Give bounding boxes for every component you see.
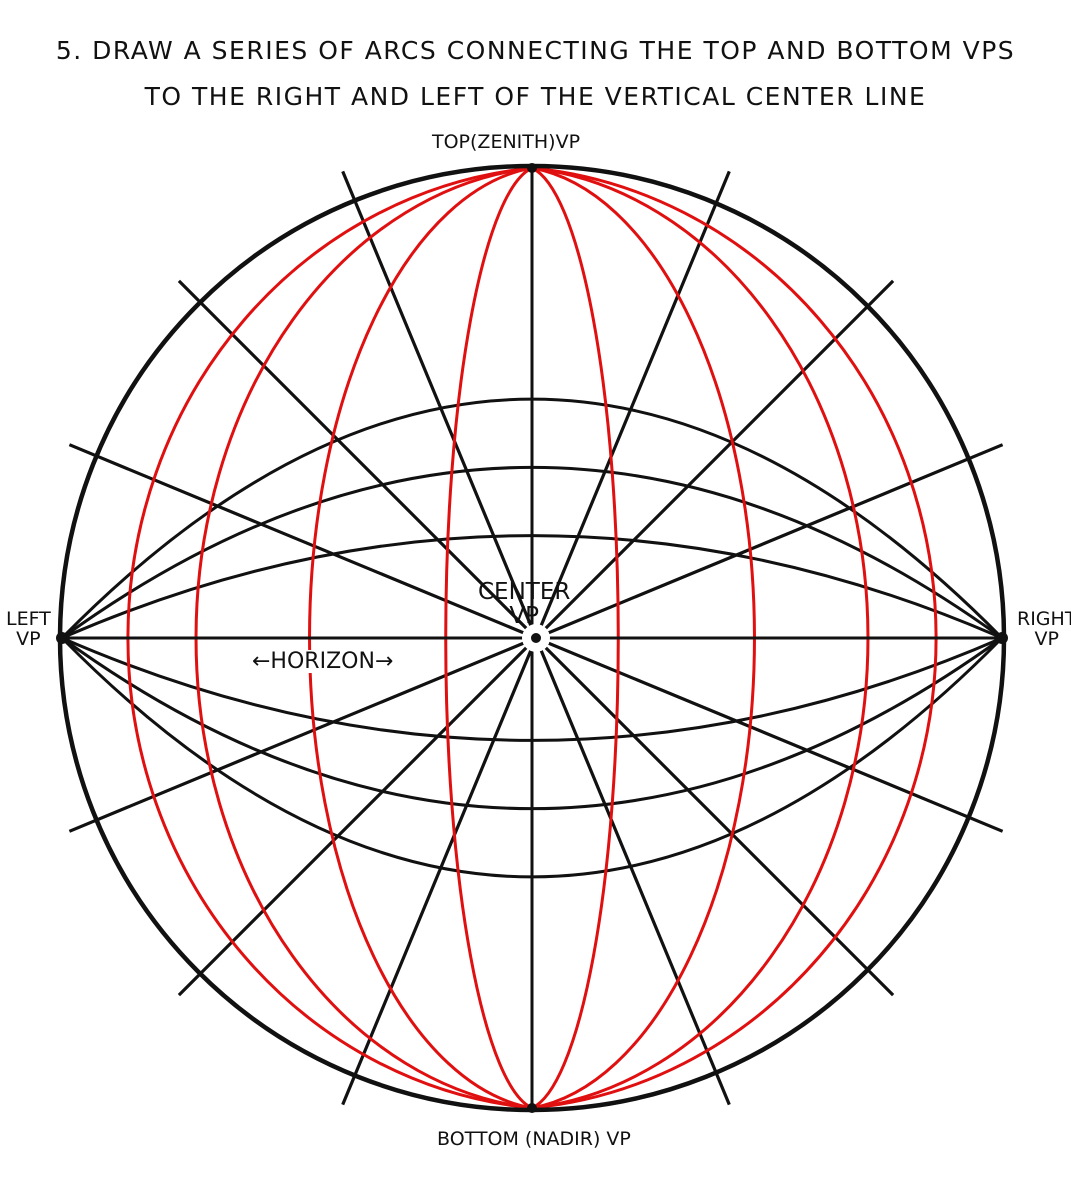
right-vp-label-line2: VP xyxy=(1034,627,1059,650)
right-vp-label-line1: RIGHT xyxy=(1017,608,1071,630)
left-vp-label: LEFT VP xyxy=(6,608,51,650)
bottom-nadir-vp-label: BOTTOM (NADIR) VP xyxy=(437,1128,631,1150)
left-vp-dot xyxy=(56,632,68,644)
top-zenith-vp-label: TOP(ZENITH)VP xyxy=(432,131,581,153)
center-vp-label: CENTER VP xyxy=(478,580,570,628)
left-vp-label-line2: VP xyxy=(16,627,41,650)
top-vp-dot xyxy=(527,163,537,173)
left-vp-label-line1: LEFT xyxy=(6,608,51,630)
title-line-2: TO THE RIGHT AND LEFT OF THE VERTICAL CE… xyxy=(144,82,927,111)
title-line-1: 5. DRAW A SERIES OF ARCS CONNECTING THE … xyxy=(55,36,1016,65)
horizon-label: ←HORIZON→ xyxy=(250,649,396,674)
right-vp-dot xyxy=(996,632,1008,644)
bottom-vp-dot xyxy=(527,1103,537,1113)
right-vp-label: RIGHT VP xyxy=(1017,608,1071,650)
center-vp-label-line2: VP xyxy=(509,603,539,630)
center-vp-label-line1: CENTER xyxy=(478,579,571,605)
center-vp-dot xyxy=(531,633,541,643)
